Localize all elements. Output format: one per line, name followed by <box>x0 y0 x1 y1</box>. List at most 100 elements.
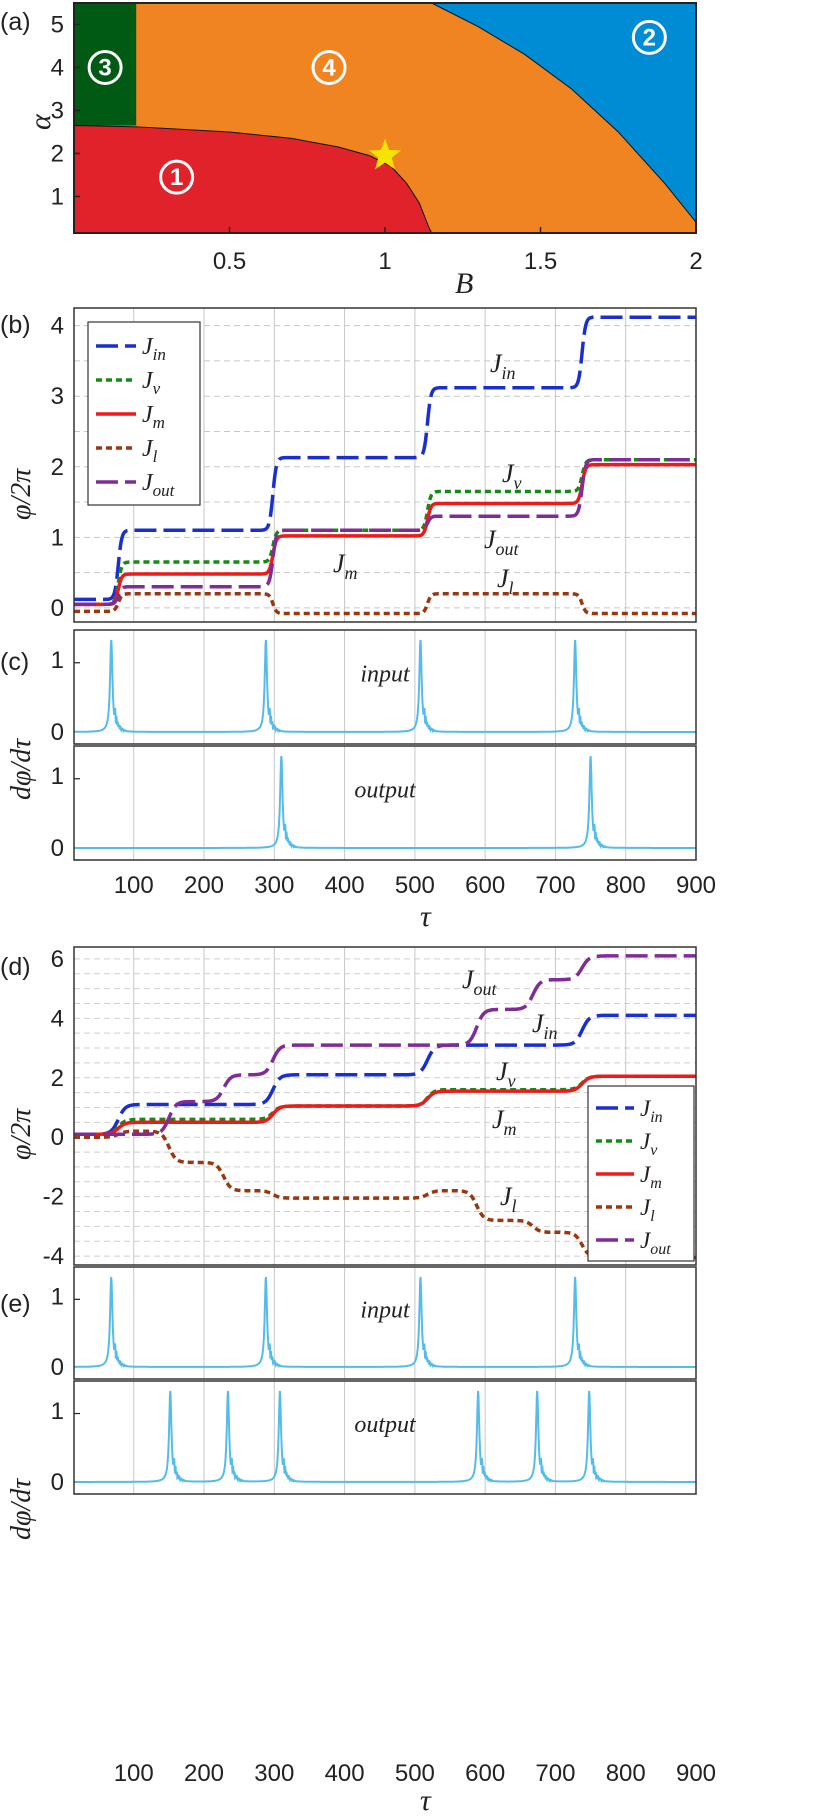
legend-label: Jin <box>142 334 166 364</box>
x-axis-label-B: B <box>455 267 473 300</box>
annotation-J_out: Jout <box>484 525 520 559</box>
x-tick-label: 300 <box>254 1760 294 1787</box>
y-tick-label: 1 <box>51 524 64 551</box>
x-tick-label: 1.5 <box>524 248 557 275</box>
x-tick-label: 1 <box>378 248 391 275</box>
y-tick-label: -2 <box>43 1184 64 1211</box>
y-tick-label: 1 <box>51 647 64 674</box>
region-3-area <box>74 3 137 126</box>
annotation-J_v: Jv <box>502 459 522 493</box>
y-tick-label: 1 <box>51 1398 64 1425</box>
annotation-J_m: Jm <box>492 1105 517 1139</box>
y-tick-label: 3 <box>51 97 64 124</box>
region-label-circle <box>631 19 667 55</box>
legend-label: Jl <box>640 1195 655 1225</box>
x-tick-label: 800 <box>606 1760 646 1787</box>
subplot-label-input: input <box>360 1297 411 1323</box>
panel-c-label: (c) <box>0 648 29 676</box>
y-axis-label-phi: φ/2π <box>6 468 37 520</box>
annotation-J_in: Jin <box>490 349 516 383</box>
series-J_out <box>74 457 696 607</box>
legend-label: Jl <box>142 436 158 466</box>
panel-e-label: (e) <box>0 1290 31 1318</box>
dphi-trace-input <box>74 639 696 734</box>
region-1-area <box>73 125 433 234</box>
panel-b-frame <box>73 307 697 623</box>
x-tick-label: 600 <box>465 1760 505 1787</box>
subplot-frame <box>73 1380 697 1495</box>
subplot-label-output: output <box>354 777 417 803</box>
x-tick-label: 200 <box>184 1760 224 1787</box>
x-tick-label: 800 <box>606 872 646 899</box>
legend-label: Jout <box>640 1228 671 1258</box>
subplot-label-output: output <box>354 1412 417 1438</box>
subplot-label-input: input <box>360 661 411 687</box>
y-tick-label: 0 <box>51 719 64 746</box>
x-tick-label: 700 <box>535 872 575 899</box>
x-tick-label: 200 <box>184 872 224 899</box>
region-label-4: 4 <box>322 54 336 81</box>
series-J_l <box>74 592 696 616</box>
series-J_l <box>74 1129 696 1260</box>
y-tick-label: 0 <box>51 1124 64 1151</box>
panel-b-label: (b) <box>0 311 31 339</box>
legend-label: Jin <box>640 1096 663 1126</box>
x-tick-label: 500 <box>395 872 435 899</box>
y-tick-label: 2 <box>51 454 64 481</box>
series-J_out <box>74 954 696 1136</box>
y-axis-label-alpha: α <box>24 113 57 130</box>
annotation-J_l: Jl <box>500 1182 517 1216</box>
annotation-J_out: Jout <box>462 965 498 999</box>
phase-regions <box>73 2 697 234</box>
series-J_m <box>74 462 696 607</box>
x-tick-label: 400 <box>325 1760 365 1787</box>
y-tick-label: 1 <box>51 183 64 210</box>
subplot-frame <box>73 1266 697 1380</box>
y-tick-label: 1 <box>51 1284 64 1311</box>
x-tick-label: 100 <box>114 872 154 899</box>
series-J_m <box>74 1074 696 1136</box>
x-tick-label: 2 <box>689 248 702 275</box>
dphi-trace-output <box>74 755 696 850</box>
legend-label: Jv <box>640 1129 658 1159</box>
subplot-frame <box>73 745 697 861</box>
y-tick-label: 4 <box>51 313 64 340</box>
subplot-frame <box>73 629 697 745</box>
region-label-1: 1 <box>170 164 183 191</box>
x-tick-label: 900 <box>676 1760 716 1787</box>
x-tick-label: 500 <box>395 1760 435 1787</box>
region-label-circle <box>159 159 195 195</box>
annotation-J_v: Jv <box>496 1057 516 1091</box>
x-tick-label: 700 <box>535 1760 575 1787</box>
y-tick-label: -4 <box>43 1243 64 1270</box>
y-tick-label: 6 <box>51 946 64 973</box>
y-tick-label: 4 <box>51 54 64 81</box>
x-axis-label-tau-e: τ <box>420 1784 432 1817</box>
dphi-trace-input <box>74 1276 696 1369</box>
star-marker <box>368 138 402 170</box>
y-axis-label-dphi-e: dφ/dτ <box>6 1478 37 1540</box>
panel-d-frame <box>73 946 697 1266</box>
panel-d-label: (d) <box>0 953 31 981</box>
x-tick-label: 100 <box>114 1760 154 1787</box>
region-label-3: 3 <box>98 54 111 81</box>
x-tick-label: 600 <box>465 872 505 899</box>
legend-label: Jout <box>142 470 176 500</box>
y-tick-label: 1 <box>51 763 64 790</box>
legend-label: Jm <box>640 1162 662 1192</box>
x-tick-label: 0.5 <box>213 248 246 275</box>
y-tick-label: 2 <box>51 1065 64 1092</box>
x-tick-label: 900 <box>676 872 716 899</box>
